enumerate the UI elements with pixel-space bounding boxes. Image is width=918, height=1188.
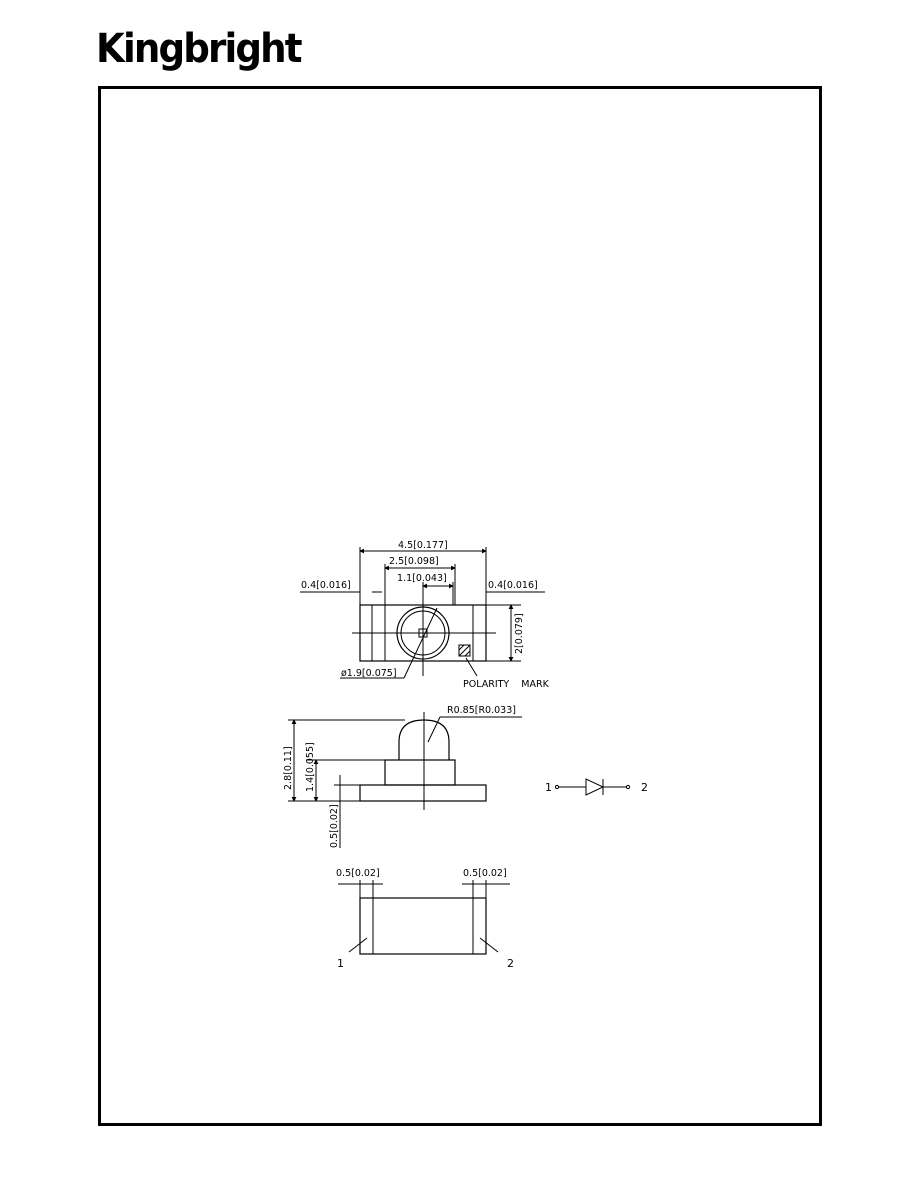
dim-total-width: 4.5[0.177]: [398, 540, 448, 551]
dim-radius: R0.85[R0.033]: [447, 705, 516, 716]
schematic-pin2: 2: [641, 781, 648, 794]
brand-logo: Kingbright: [96, 26, 303, 72]
drawing-frame: [98, 86, 822, 1126]
bottom-pin1: 1: [337, 957, 344, 970]
dim-body-height: 1.4[0.055]: [305, 742, 316, 792]
dim-right-pad: 0.4[0.016]: [488, 580, 538, 591]
dim-lens-width: 2.5[0.098]: [389, 556, 439, 567]
dim-total-height: 2.8[0.11]: [283, 746, 294, 790]
dim-bottom-right-pad: 0.5[0.02]: [463, 868, 507, 879]
top-view: 4.5[0.177] 2.5[0.098] 1.1[0.043] 0.4[0.0…: [300, 540, 550, 690]
bottom-view: 0.5[0.02] 0.5[0.02] 1 2: [336, 868, 514, 970]
diode-schematic: 1 2: [545, 778, 648, 796]
polarity-mark: [458, 644, 471, 657]
dim-lens-diameter: ø1.9[0.075]: [341, 668, 397, 679]
bottom-pin2: 2: [507, 957, 514, 970]
dim-base-height: 0.5[0.02]: [329, 804, 340, 848]
dim-bottom-left-pad: 0.5[0.02]: [336, 868, 380, 879]
dim-center-offset: 1.1[0.043]: [397, 573, 447, 584]
dim-height: 2[0.079]: [514, 613, 525, 654]
side-view: R0.85[R0.033] 2.8[0.11] 1.4[0.055] 0.5[0…: [283, 705, 522, 848]
schematic-pin1: 1: [545, 781, 552, 794]
polarity-label: POLARITY MARK: [463, 679, 550, 690]
dim-left-pad: 0.4[0.016]: [301, 580, 351, 591]
